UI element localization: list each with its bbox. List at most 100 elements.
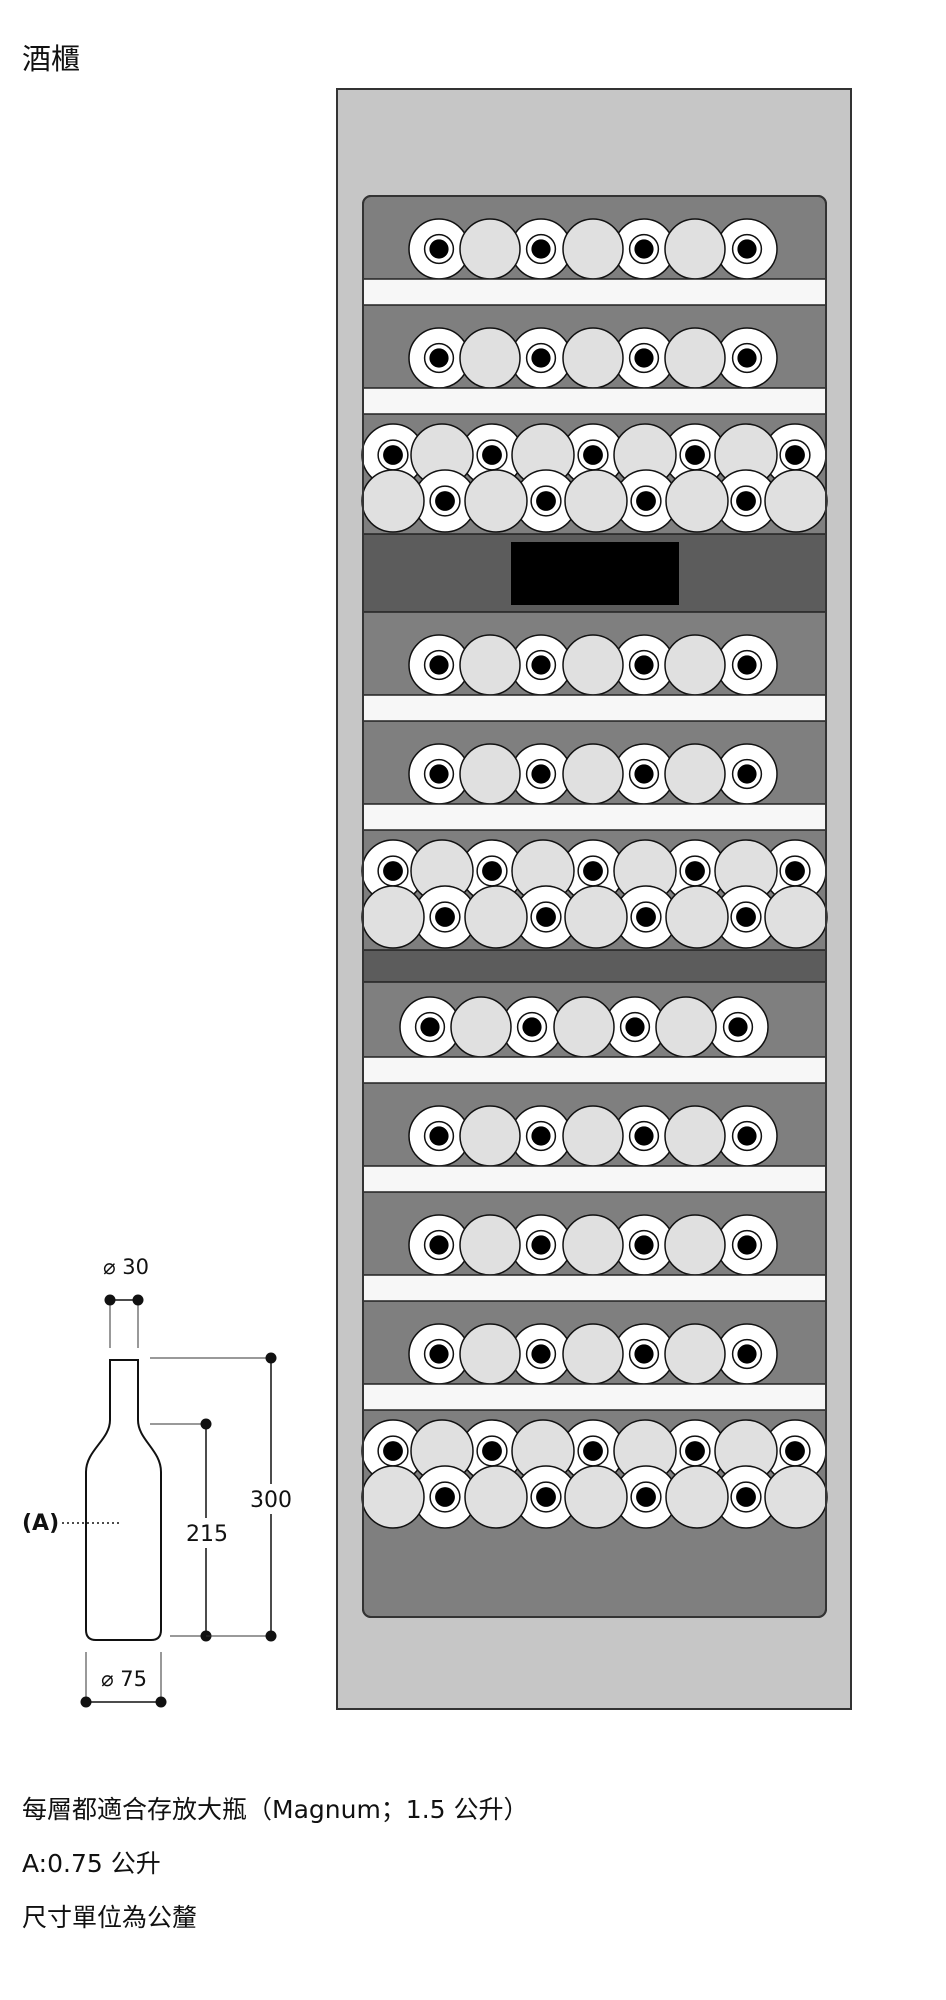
bottle-cork xyxy=(482,445,502,465)
bottle-cork xyxy=(536,491,556,511)
bottle-cork xyxy=(736,1487,756,1507)
bottle-cork xyxy=(685,1441,705,1461)
bottle-cork xyxy=(636,1487,656,1507)
bottle-cork xyxy=(531,1344,551,1364)
bottle-cork xyxy=(420,1017,440,1037)
bottle-cork xyxy=(482,1441,502,1461)
bottle-cork xyxy=(383,445,403,465)
bottle-side xyxy=(562,1214,624,1276)
bottle-side xyxy=(562,1323,624,1385)
shelf-board xyxy=(362,1056,827,1084)
shelf-board xyxy=(362,803,827,831)
bottle-cork xyxy=(685,861,705,881)
bottle-side xyxy=(450,996,512,1058)
bottle-cork xyxy=(531,655,551,675)
bottle-side xyxy=(562,634,624,696)
total-dimension-dot xyxy=(265,1630,277,1642)
base-diameter-label: ⌀ 75 xyxy=(101,1667,147,1691)
bottle-side xyxy=(459,1323,521,1385)
base-dimension-dot xyxy=(155,1696,167,1708)
bottle-cork xyxy=(636,491,656,511)
bottle-side xyxy=(664,634,726,696)
total-dimension-dot xyxy=(265,1352,277,1364)
total-height-label: 300 xyxy=(250,1488,292,1513)
bottle-cork xyxy=(429,1344,449,1364)
shoulder-height-label: 215 xyxy=(186,1522,228,1547)
bottle-side xyxy=(664,218,726,280)
bottle-cork xyxy=(522,1017,542,1037)
bottle-cork xyxy=(737,764,757,784)
shoulder-dimension-dot xyxy=(200,1418,212,1430)
bottle-side xyxy=(361,885,425,949)
bottle-cork xyxy=(429,655,449,675)
bottle-a-label: (A) xyxy=(22,1511,59,1536)
base-dimension-dot xyxy=(80,1696,92,1708)
bottle-cork xyxy=(737,348,757,368)
bottle-side xyxy=(664,327,726,389)
bottle-side xyxy=(464,1465,528,1529)
bottle-side xyxy=(361,1465,425,1529)
bottle-cork xyxy=(736,491,756,511)
shelf-board xyxy=(362,278,827,306)
bottle-side xyxy=(562,743,624,805)
bottle-cork xyxy=(536,1487,556,1507)
bottle-cork xyxy=(785,861,805,881)
bottle-cork xyxy=(435,491,455,511)
bottle-cork xyxy=(583,445,603,465)
bottle-cork xyxy=(737,1235,757,1255)
shelf-board xyxy=(362,1274,827,1302)
page-title: 酒櫃 xyxy=(22,42,81,76)
bottle-side xyxy=(664,1214,726,1276)
bottle-side xyxy=(459,1214,521,1276)
bottle-cork xyxy=(785,1441,805,1461)
note-units: 尺寸單位為公釐 xyxy=(22,1903,198,1932)
bottle-cork xyxy=(429,764,449,784)
shelf-board xyxy=(362,694,827,722)
bottle-cork xyxy=(625,1017,645,1037)
bottle-side xyxy=(553,996,615,1058)
bottle-cork xyxy=(737,1126,757,1146)
bottle-cork xyxy=(785,445,805,465)
bottle-cork xyxy=(583,861,603,881)
bottle-cork xyxy=(634,239,654,259)
bottle-cork xyxy=(583,1441,603,1461)
bottle-side xyxy=(459,327,521,389)
bottle-side xyxy=(464,469,528,533)
bottle-side xyxy=(361,469,425,533)
display-screen xyxy=(511,542,679,605)
bottle-side xyxy=(459,634,521,696)
bottle-cork xyxy=(634,1344,654,1364)
bottle-side xyxy=(664,743,726,805)
neck-diameter-label: ⌀ 30 xyxy=(103,1255,149,1279)
bottle-cork xyxy=(737,239,757,259)
bottle-side xyxy=(459,218,521,280)
bottle-cork xyxy=(531,1126,551,1146)
bottle-side xyxy=(562,1105,624,1167)
bottle-side xyxy=(464,885,528,949)
bottle-side xyxy=(564,885,628,949)
bottle-cork xyxy=(636,907,656,927)
bottle-cork xyxy=(685,445,705,465)
bottle-side xyxy=(564,1465,628,1529)
bottle-cork xyxy=(531,348,551,368)
shelf-layer xyxy=(361,218,828,1529)
neck-dimension-dot xyxy=(132,1294,144,1306)
bottle-cork xyxy=(634,1126,654,1146)
bottle-cork xyxy=(634,655,654,675)
bottle-side xyxy=(665,1465,729,1529)
bottle-cork xyxy=(429,1235,449,1255)
bottle-cork xyxy=(383,861,403,881)
bottle-side xyxy=(562,327,624,389)
bottle-side xyxy=(764,885,828,949)
bottle-side xyxy=(564,469,628,533)
bottle-side xyxy=(664,1105,726,1167)
bottle-cork xyxy=(429,1126,449,1146)
bottle-dimension-drawing: ⌀ 30 ⌀ 75 215 300 (A) xyxy=(22,1255,296,1708)
bottle-outline xyxy=(85,1359,162,1641)
neck-dimension-dot xyxy=(104,1294,116,1306)
bottle-cork xyxy=(634,348,654,368)
bottle-cork xyxy=(536,907,556,927)
shelf-divider xyxy=(362,949,827,983)
bottle-side xyxy=(655,996,717,1058)
